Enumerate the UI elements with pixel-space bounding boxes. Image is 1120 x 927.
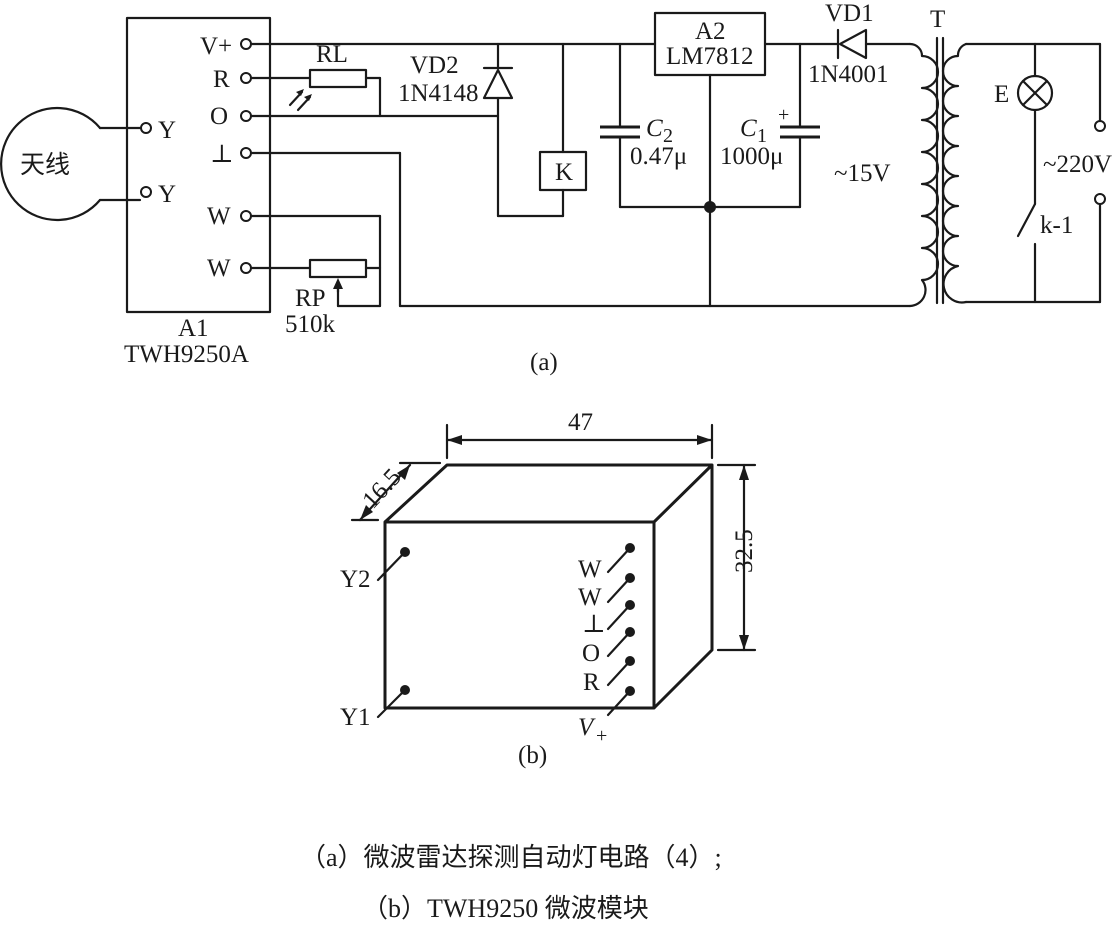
dim-depth: 16.5 (357, 464, 407, 514)
c1-polarity: + (778, 104, 789, 126)
transformer-name: T (930, 6, 945, 33)
antenna: 天线 (0, 106, 142, 222)
pin-o: O (582, 640, 600, 667)
circuit-a: 天线 Y Y V+ R O ⊥ W W A1 TWH9250A (0, 0, 1112, 376)
diode-vd1: VD1 1N4001 (798, 0, 912, 88)
relay-label: K (555, 159, 573, 186)
pin-w1-label: W (207, 203, 231, 230)
label-a: (a) (530, 349, 558, 376)
vd2-name: VD2 (410, 52, 459, 79)
photoresistor-rl: RL (288, 41, 368, 112)
regulator-a2: A2 LM7812 (653, 11, 802, 308)
pin-ground-label: ⊥ (210, 141, 234, 168)
diode-vd2: VD2 1N4148 (398, 42, 565, 218)
transformer-secondary: ~15V (834, 160, 891, 187)
relay-contact-label: k-1 (1040, 212, 1073, 239)
c1-sub: 1 (757, 125, 767, 147)
regulator-part: LM7812 (666, 43, 754, 70)
c2-sub: 2 (663, 125, 673, 147)
mains-label: ~220V (1043, 151, 1112, 178)
photoresistor-label: RL (316, 41, 348, 68)
antenna-label: 天线 (20, 151, 70, 179)
regulator-name: A2 (695, 18, 726, 45)
dim-height: 32.5 (731, 529, 758, 573)
pot-name: RP (295, 285, 326, 312)
label-b: (b) (518, 742, 547, 769)
pin-r: R (583, 669, 600, 696)
relay-k: K (538, 42, 588, 218)
pin-ground: ⊥ (582, 611, 606, 638)
transformer-t: T ~15V (834, 6, 968, 308)
pin-vplus-label: V+ (200, 33, 232, 60)
c2-name: C (646, 115, 663, 142)
pin-w2: W (578, 584, 602, 611)
pin-r-label: R (213, 66, 230, 93)
capacitor-c1: + C 1 1000μ (720, 42, 820, 209)
dim-width: 47 (568, 409, 593, 436)
c1-value: 1000μ (720, 143, 783, 170)
module-block-b: 47 16.5 32.5 Y2 Y1 W W ⊥ O (340, 409, 758, 769)
vd1-part: 1N4001 (808, 61, 889, 88)
pin-o-label: O (210, 103, 228, 130)
caption-line-1: （a）微波雷达探测自动灯电路（4）; (300, 843, 722, 872)
pin-y2: Y2 (340, 566, 371, 593)
caption-line-2: （b）TWH9250 微波模块 (362, 894, 649, 923)
pin-vplus-sub: + (596, 725, 607, 747)
vd1-name: VD1 (825, 0, 874, 27)
c2-value: 0.47μ (630, 143, 687, 170)
antenna-pin-y2: Y (158, 181, 176, 208)
module-model: TWH9250A (124, 341, 249, 368)
lamp-label: E (994, 81, 1009, 108)
module-a1: Y Y V+ R O ⊥ W W A1 TWH9250A (124, 16, 272, 368)
antenna-pin-y1: Y (158, 117, 176, 144)
pin-vplus: V (578, 714, 596, 741)
pin-w1: W (578, 556, 602, 583)
c1-name: C (740, 115, 757, 142)
vd2-part: 1N4148 (398, 80, 479, 107)
lamp-circuit: E k-1 ~220V (964, 42, 1112, 304)
pin-w2-label: W (207, 255, 231, 282)
pot-value: 510k (285, 311, 336, 338)
module-name: A1 (178, 315, 209, 342)
pin-y1: Y1 (340, 704, 371, 731)
potentiometer-rp: RP 510k (285, 258, 368, 338)
